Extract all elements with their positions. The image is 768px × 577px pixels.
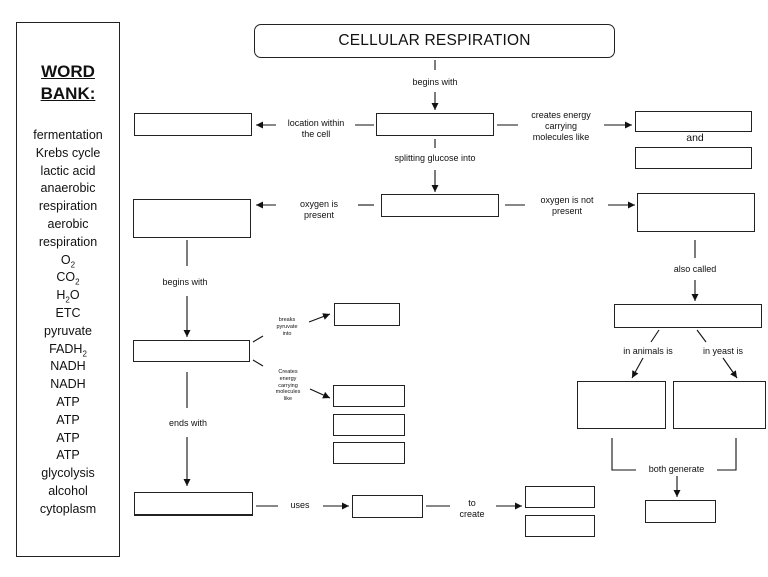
label-also-called: also called (673, 264, 717, 274)
word-bank-item: cytoplasm (39, 501, 97, 516)
label-begins-with-top: begins with (412, 77, 458, 87)
word-bank-item: respiration (38, 199, 98, 214)
label-ends-with: ends with (168, 418, 208, 428)
answer-box-animals[interactable] (577, 381, 666, 429)
connector-in-yeast (696, 329, 707, 343)
word-bank-item: NADH (50, 377, 86, 392)
answer-box-create-1[interactable] (525, 486, 595, 508)
answer-box-etc[interactable] (134, 492, 253, 516)
word-bank-title-line2: BANK: (40, 84, 96, 103)
word-bank-item: alcohol (48, 483, 88, 498)
word-bank-title-line1: WORD (41, 62, 95, 81)
connector-in-animals (650, 329, 660, 343)
diagram-title: CELLULAR RESPIRATION (254, 24, 615, 58)
answer-box-anaerobic[interactable] (637, 193, 755, 232)
answer-box-small-energy-3[interactable] (333, 442, 405, 464)
word-bank-item: H2O (56, 288, 80, 305)
word-bank-item: anaerobic (40, 181, 96, 196)
word-bank-item: ATP (56, 394, 80, 409)
word-bank-title: WORD BANK: (17, 61, 119, 105)
word-bank-item: Krebs cycle (35, 145, 101, 160)
answer-box-create-2[interactable] (525, 515, 595, 537)
answer-box-generate[interactable] (645, 500, 716, 523)
label-uses: uses (290, 500, 310, 510)
label-in-animals: in animals is (623, 346, 673, 356)
word-bank-item: lactic acid (40, 163, 96, 178)
word-bank-item: ATP (56, 448, 80, 463)
answer-box-breaks[interactable] (334, 303, 400, 326)
label-begins-with-left: begins with (162, 277, 208, 287)
word-bank-item: respiration (38, 234, 98, 249)
answer-box-start[interactable] (376, 113, 494, 136)
arrow-to-yeast-box (722, 357, 738, 379)
answer-box-pyruvate[interactable] (381, 194, 499, 217)
label-both-generate: both generate (648, 464, 705, 474)
answer-box-aerobic[interactable] (133, 199, 251, 238)
answer-box-small-energy-2[interactable] (333, 414, 405, 436)
label-splitting: splitting glucose into (394, 153, 476, 163)
label-and: and (686, 132, 704, 144)
word-bank-item: fermentation (33, 128, 103, 142)
connector-breaks (252, 335, 264, 343)
connector-creates-small (252, 359, 264, 367)
answer-box-glycolysis[interactable] (133, 340, 250, 362)
word-bank-item: NADH (50, 359, 86, 374)
word-bank-item: pyruvate (44, 323, 92, 338)
answer-box-yeast[interactable] (673, 381, 766, 429)
answer-box-uses[interactable] (352, 495, 423, 518)
bracket-both-generate-right (717, 438, 737, 471)
bracket-both-generate (611, 438, 636, 471)
word-bank-item: FADH2 (49, 341, 87, 359)
answer-box-small-energy-1[interactable] (333, 385, 405, 407)
word-bank-item: ETC (55, 305, 81, 320)
arrow-to-animals-box (631, 357, 644, 379)
answer-box-location[interactable] (134, 113, 252, 136)
answer-box-energy-2[interactable] (635, 147, 752, 169)
arrow-to-small-energy-box (309, 388, 331, 399)
word-bank-item: glycolysis (41, 466, 95, 481)
answer-box-energy-1[interactable] (635, 111, 752, 132)
answer-box-fermentation[interactable] (614, 304, 762, 328)
word-bank-item: ATP (56, 412, 80, 427)
diagram-title-text: CELLULAR RESPIRATION (338, 32, 531, 49)
word-bank-item: O2 (60, 252, 76, 270)
label-in-yeast: in yeast is (702, 346, 744, 356)
word-bank-item: CO2 (56, 270, 80, 287)
word-bank-item: ATP (56, 430, 80, 445)
word-bank-item: aerobic (47, 216, 89, 231)
arrow-to-breaks-box (308, 313, 331, 323)
